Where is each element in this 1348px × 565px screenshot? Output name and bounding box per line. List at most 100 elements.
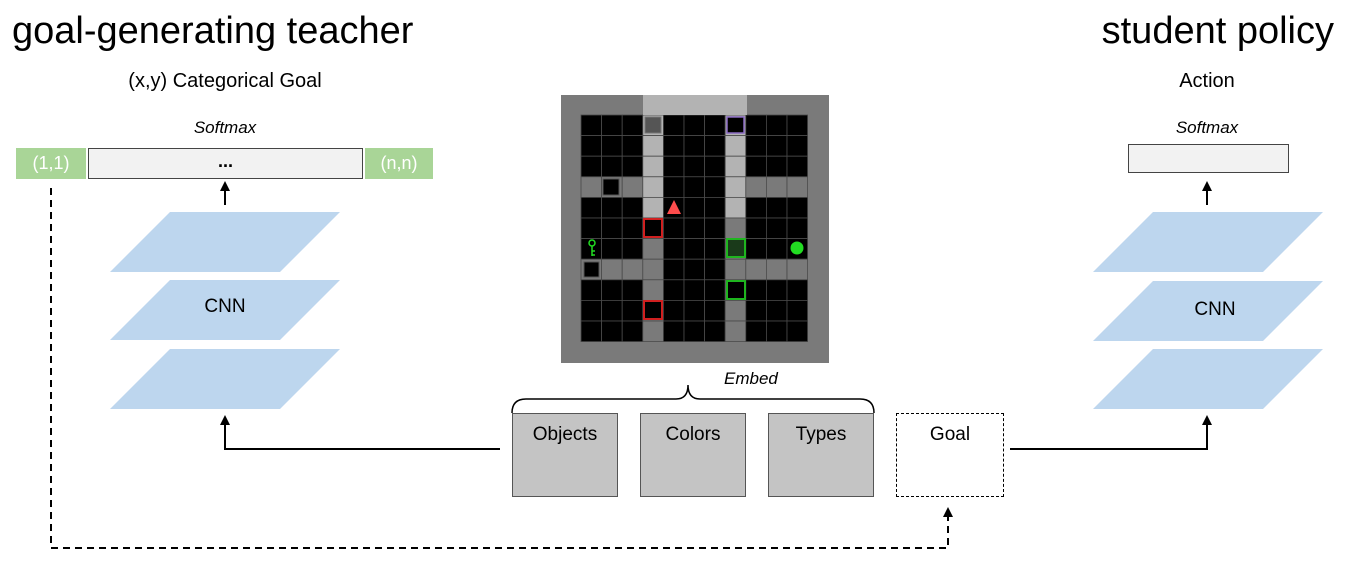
grid-cell xyxy=(683,299,706,322)
grid-cell xyxy=(724,176,747,198)
grey-door-left xyxy=(602,178,620,196)
grid-cell xyxy=(601,320,623,343)
grid-cell xyxy=(621,114,644,137)
grid-cell xyxy=(601,155,623,178)
grid-cell xyxy=(601,114,623,137)
grid-cell xyxy=(642,258,664,281)
dashed-goal-arrow xyxy=(50,188,953,549)
grid-cell xyxy=(766,176,788,198)
grid-cell xyxy=(663,135,685,157)
grid-cell xyxy=(663,320,685,343)
left-cnn-layer-middle xyxy=(110,280,340,340)
left-cnn-stack xyxy=(110,212,340,409)
grid-cell xyxy=(621,238,644,260)
corridor-top xyxy=(643,95,747,115)
grid-cell xyxy=(663,238,685,260)
grid-cell xyxy=(766,217,788,240)
grid-cell xyxy=(683,155,706,178)
grid-cell xyxy=(724,135,747,157)
grid-cell xyxy=(663,155,685,178)
grid-cell xyxy=(704,217,726,240)
grid-cell xyxy=(704,279,726,301)
grid-cell xyxy=(745,279,767,301)
grid-cell xyxy=(745,176,767,198)
categorical-goal-label: (x,y) Categorical Goal xyxy=(128,70,322,92)
grid-cell xyxy=(704,114,726,137)
grid-cell xyxy=(642,196,664,219)
right-cnn-layer-top xyxy=(1093,212,1323,272)
grid-cell xyxy=(621,155,644,178)
grid-cell xyxy=(580,320,603,343)
grid-cell xyxy=(766,258,788,281)
goal-box: Goal xyxy=(896,413,1004,497)
green-door-top xyxy=(726,238,746,258)
grid-cell xyxy=(683,258,706,281)
grid-cell xyxy=(663,114,685,137)
teacher-title: goal-generating teacher xyxy=(12,10,414,52)
grid-cell xyxy=(724,299,747,322)
grid-cell xyxy=(724,217,747,240)
grid-cell xyxy=(724,155,747,178)
grid-cell xyxy=(745,196,767,219)
grid-cell xyxy=(663,217,685,240)
grid-cell xyxy=(580,217,603,240)
grid-cell xyxy=(745,217,767,240)
grid-cell xyxy=(601,279,623,301)
grid-cell xyxy=(621,258,644,281)
purple-door xyxy=(726,116,745,134)
grid-cell xyxy=(642,238,664,260)
objects-to-left-cnn-arrow xyxy=(220,415,500,450)
grid-cell xyxy=(683,238,706,260)
grid-cell xyxy=(724,196,747,219)
green-key-icon xyxy=(588,239,596,256)
grid-cell xyxy=(621,135,644,157)
grid-cell xyxy=(601,217,623,240)
left-softmax-bar: ... xyxy=(88,148,363,179)
grid-cell xyxy=(704,238,726,260)
grid-cell xyxy=(704,135,726,157)
grid-cell xyxy=(683,320,706,343)
student-title: student policy xyxy=(1101,10,1334,52)
agent-triangle xyxy=(667,200,681,214)
grid-cell xyxy=(786,299,809,322)
grid-cell xyxy=(580,279,603,301)
grid-cell xyxy=(766,155,788,178)
grey-box xyxy=(583,261,600,278)
left-cnn-layer-bottom xyxy=(110,349,340,409)
grid-cell xyxy=(745,258,767,281)
right-cnn-layer-middle xyxy=(1093,281,1323,341)
grid-cell xyxy=(601,258,623,281)
grid-cell xyxy=(642,320,664,343)
grid-cell xyxy=(786,135,809,157)
grid-cell xyxy=(621,279,644,301)
goal-to-right-cnn-arrow xyxy=(1010,415,1212,450)
grid-cell xyxy=(621,196,644,219)
grid-cell xyxy=(786,114,809,137)
grid-cell xyxy=(766,196,788,219)
grid-cell xyxy=(601,135,623,157)
grid-cell xyxy=(704,155,726,178)
grid-cell xyxy=(704,320,726,343)
green-door-bottom xyxy=(726,280,746,300)
left-cnn-label: CNN xyxy=(204,296,246,317)
grid-cell xyxy=(663,176,685,198)
grid-cell xyxy=(745,114,767,137)
grid-cell xyxy=(786,258,809,281)
red-door-bottom xyxy=(643,300,663,320)
grid-cell xyxy=(580,135,603,157)
left-softmax-label: Softmax xyxy=(193,118,257,137)
grid-cell xyxy=(704,176,726,198)
red-door-top xyxy=(643,218,663,238)
grid-cell xyxy=(663,299,685,322)
grid-cell xyxy=(766,299,788,322)
grid-cell xyxy=(683,196,706,219)
grid-cell xyxy=(724,258,747,281)
gridworld-image xyxy=(561,95,829,363)
grid-cell xyxy=(642,155,664,178)
grid-cell xyxy=(580,299,603,322)
grid-cell xyxy=(786,196,809,219)
green-ball xyxy=(790,241,804,255)
grid-cell xyxy=(724,320,747,343)
grid-cell xyxy=(745,238,767,260)
grid-cell xyxy=(601,196,623,219)
